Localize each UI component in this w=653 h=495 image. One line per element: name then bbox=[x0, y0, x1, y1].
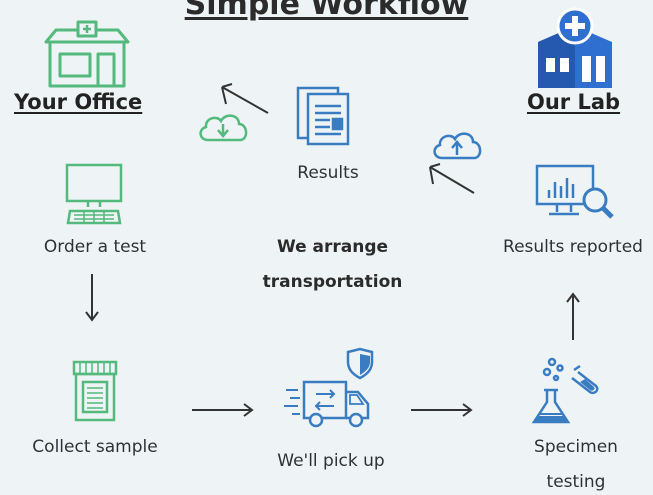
results-reported-label: Results reported bbox=[503, 237, 643, 257]
arrow-right-1 bbox=[192, 403, 254, 417]
specimen-testing-line1: Specimen bbox=[534, 437, 618, 457]
flask-icon bbox=[531, 357, 599, 424]
delivery-truck-icon bbox=[284, 347, 374, 428]
arrow-up bbox=[566, 292, 580, 340]
specimen-testing-line2: testing bbox=[546, 472, 606, 492]
diagram-title: Simple Workflow bbox=[184, 0, 469, 22]
arrow-down bbox=[85, 274, 99, 322]
arrow-to-office bbox=[221, 83, 269, 114]
collect-sample-label: Collect sample bbox=[32, 437, 158, 457]
arrow-from-lab bbox=[429, 163, 475, 194]
document-icon bbox=[296, 86, 350, 146]
office-building-icon bbox=[44, 20, 130, 88]
lab-building-icon bbox=[538, 7, 612, 88]
computer-icon bbox=[65, 163, 123, 225]
transport-line1: We arrange bbox=[276, 237, 389, 257]
transport-line2: transportation bbox=[262, 272, 403, 292]
cloud-download-icon bbox=[199, 114, 248, 142]
our-lab-heading: Our Lab bbox=[527, 90, 621, 114]
sample-jar-icon bbox=[72, 360, 118, 422]
your-office-heading: Your Office bbox=[14, 90, 143, 114]
pick-up-label: We'll pick up bbox=[277, 451, 385, 471]
cloud-upload-icon bbox=[433, 132, 482, 160]
arrow-right-2 bbox=[411, 403, 473, 417]
monitor-chart-icon bbox=[535, 164, 614, 219]
order-test-label: Order a test bbox=[43, 237, 147, 257]
results-label: Results bbox=[297, 163, 359, 183]
